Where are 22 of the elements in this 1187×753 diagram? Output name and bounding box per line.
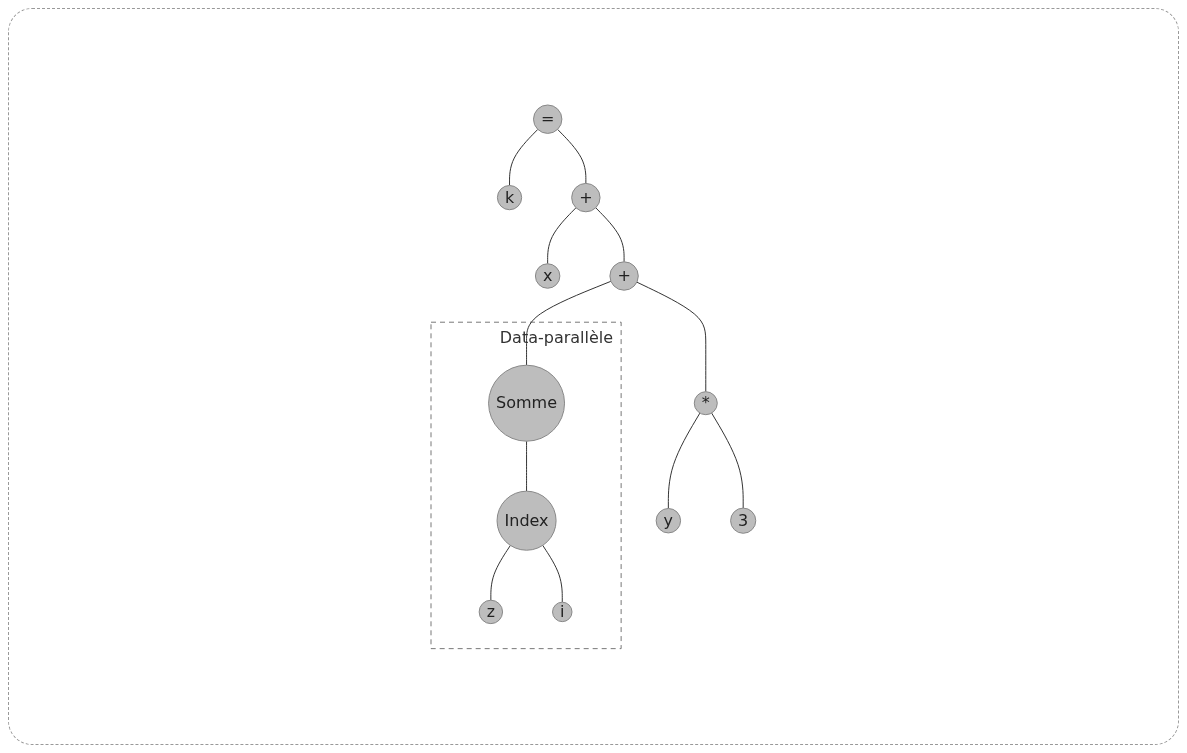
node-circle: z [478,599,504,624]
node-circle: 3 [730,507,757,534]
connector [490,544,511,601]
connector [595,206,625,262]
node-circle: * [693,390,718,415]
connector [711,412,744,509]
connector [509,128,539,186]
node-circle: x [535,262,561,289]
node-circle: Somme [488,364,566,442]
node-circle: y [655,507,682,534]
connector [542,544,563,603]
connector [526,440,528,492]
connector [667,412,701,509]
node-circle: Index [496,490,557,551]
node-circle: + [609,261,639,291]
node-circle: k [497,184,523,210]
connector [636,281,707,392]
node-circle: = [533,104,563,134]
node-circle: + [571,182,601,212]
node-circle: i [552,601,573,622]
connector [547,206,577,264]
connector [557,128,587,184]
